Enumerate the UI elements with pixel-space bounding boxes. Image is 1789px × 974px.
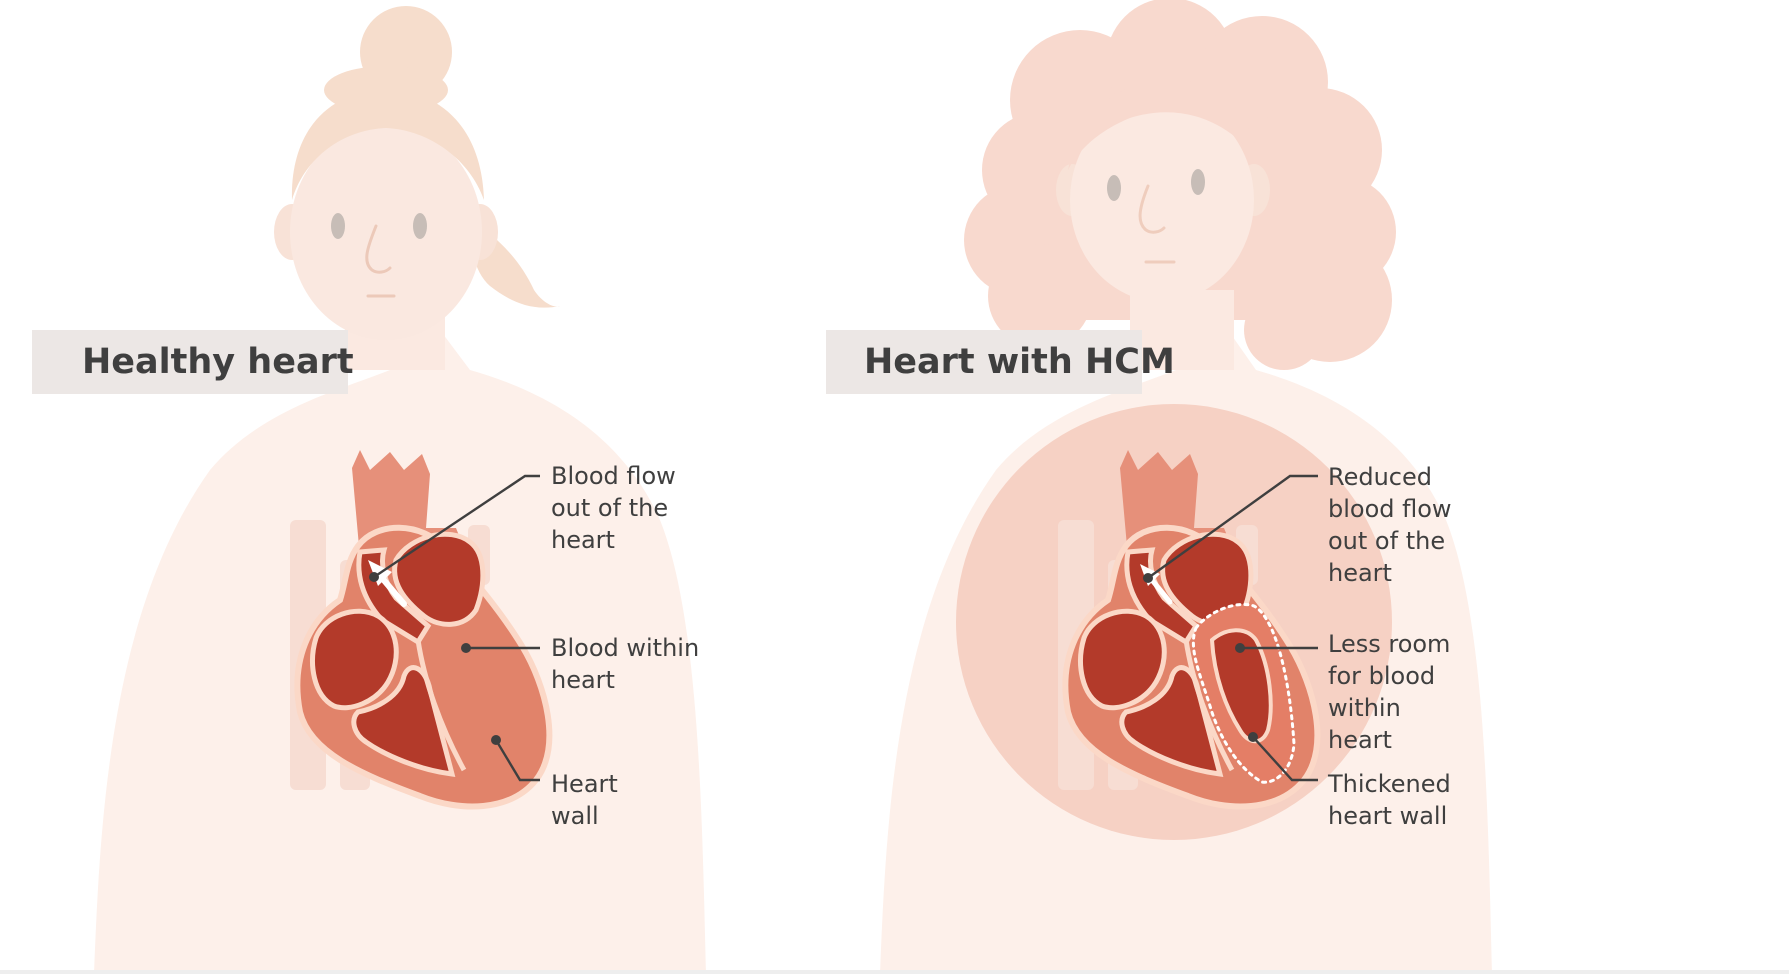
label-heart-wall: Heart wall: [551, 768, 618, 832]
healthy-title-box: Healthy heart: [32, 330, 348, 394]
hcm-title: Heart with HCM: [826, 330, 1142, 394]
hcm-title-box: Heart with HCM: [826, 330, 1142, 394]
label-thickened-wall: Thickened heart wall: [1328, 768, 1451, 832]
label-reduced-blood-flow: Reduced blood flow out of the heart: [1328, 461, 1452, 589]
label-less-room: Less room for blood within heart: [1328, 628, 1450, 756]
label-blood-within: Blood within heart: [551, 632, 699, 696]
bottom-divider: [0, 970, 1789, 974]
healthy-title: Healthy heart: [32, 330, 348, 394]
label-blood-flow-out: Blood flow out of the heart: [551, 460, 676, 556]
